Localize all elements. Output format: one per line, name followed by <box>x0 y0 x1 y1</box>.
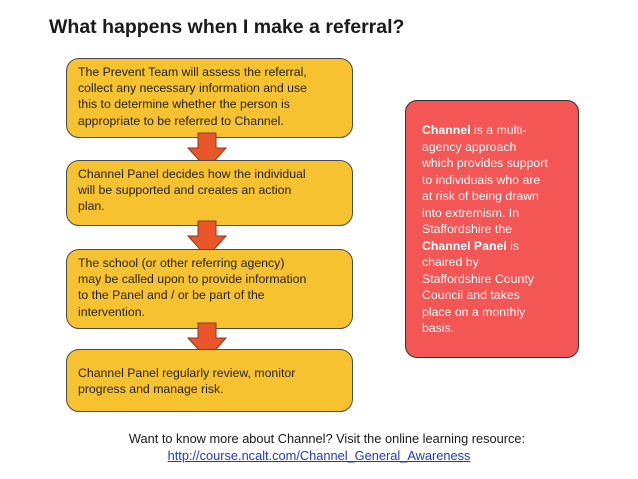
learning-resource-link[interactable]: http://course.ncalt.com/Channel_General_… <box>167 448 471 463</box>
flow-step-4-text: Channel Panel regularly review, monitor … <box>78 366 296 397</box>
flow-step-2: Channel Panel decides how the individual… <box>66 160 353 226</box>
down-arrow-3 <box>186 322 228 360</box>
flow-step-4: Channel Panel regularly review, monitor … <box>66 349 353 412</box>
down-arrow-1 <box>186 132 228 170</box>
footer-link-line: http://course.ncalt.com/Channel_General_… <box>0 448 638 463</box>
channel-panel-description: is chaired by Staffordshire County Counc… <box>422 238 534 336</box>
channel-term: Channel <box>422 123 471 137</box>
flow-step-1-text: The Prevent Team will assess the referra… <box>78 65 307 128</box>
channel-info-box: Channel is a multi- agency approach whic… <box>405 100 579 358</box>
channel-description: is a multi- agency approach which provid… <box>422 123 548 236</box>
flow-step-2-text: Channel Panel decides how the individual… <box>78 167 306 214</box>
down-arrow-2 <box>186 220 228 258</box>
page-title: What happens when I make a referral? <box>49 16 405 38</box>
footer-text: Want to know more about Channel? Visit t… <box>128 431 526 446</box>
channel-panel-term: Channel Panel <box>422 238 507 253</box>
flow-step-3: The school (or other referring agency) m… <box>66 249 353 329</box>
flow-step-3-text: The school (or other referring agency) m… <box>78 256 307 319</box>
flow-step-1: The Prevent Team will assess the referra… <box>66 58 353 138</box>
